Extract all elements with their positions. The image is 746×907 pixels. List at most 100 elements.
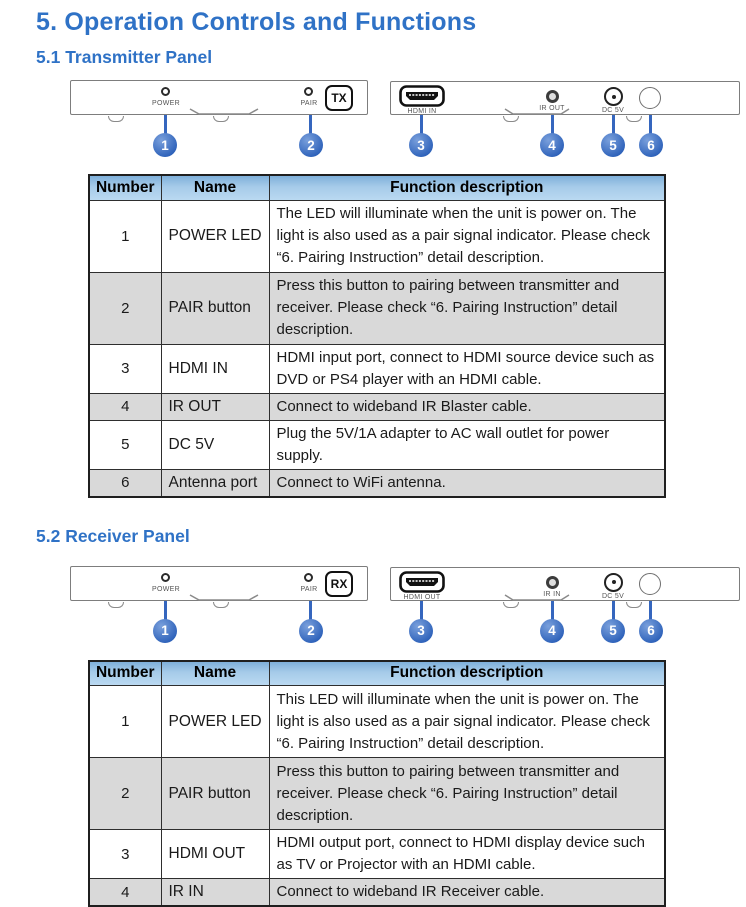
row-name: PAIR button — [161, 272, 269, 344]
table-row: 2 PAIR button Press this button to pairi… — [89, 758, 665, 830]
power-led-label: POWER — [143, 586, 189, 593]
row-description: Connect to WiFi antenna. — [269, 469, 665, 497]
pair-led-icon — [304, 573, 313, 582]
callout-2: 2 — [299, 619, 323, 643]
callout-4: 4 — [540, 133, 564, 157]
transmitter-front-panel: POWER PAIR TX — [70, 80, 368, 115]
row-number: 4 — [89, 393, 161, 420]
ir-port-icon — [546, 576, 559, 589]
page-title: 5. Operation Controls and Functions — [36, 8, 746, 37]
table-row: 1 POWER LED This LED will illuminate whe… — [89, 686, 665, 758]
panel-foot — [626, 602, 642, 608]
row-description: HDMI output port, connect to HDMI displa… — [269, 830, 665, 879]
row-number: 1 — [89, 686, 161, 758]
row-number: 1 — [89, 200, 161, 272]
row-number: 4 — [89, 879, 161, 907]
table-header-row: Number Name Function description — [89, 175, 665, 200]
row-name: PAIR button — [161, 758, 269, 830]
row-name: IR IN — [161, 879, 269, 907]
hdmi-port-label: HDMI OUT — [394, 594, 450, 601]
column-header-name: Name — [161, 175, 269, 200]
row-name: HDMI OUT — [161, 830, 269, 879]
callout-1: 1 — [153, 619, 177, 643]
row-name: POWER LED — [161, 686, 269, 758]
row-description: Plug the 5V/1A adapter to AC wall outlet… — [269, 420, 665, 469]
table-row: 6 Antenna port Connect to WiFi antenna. — [89, 469, 665, 497]
table-row: 5 DC 5V Plug the 5V/1A adapter to AC wal… — [89, 420, 665, 469]
transmitter-panel-diagram: POWER PAIR TX HDMI IN IR OUT DC 5V 1 2 3… — [0, 76, 746, 162]
row-name: POWER LED — [161, 200, 269, 272]
row-name: IR OUT — [161, 393, 269, 420]
callout-line-3 — [420, 598, 423, 621]
receiver-front-panel: POWER PAIR RX — [70, 566, 368, 601]
dc-jack-label: DC 5V — [585, 593, 641, 600]
pair-led-icon — [304, 87, 313, 96]
row-number: 5 — [89, 420, 161, 469]
section-heading-receiver: 5.2 Receiver Panel — [36, 526, 746, 547]
row-description: Connect to wideband IR Blaster cable. — [269, 393, 665, 420]
row-description: HDMI input port, connect to HDMI source … — [269, 344, 665, 393]
table-row: 2 PAIR button Press this button to pairi… — [89, 272, 665, 344]
row-description: This LED will illuminate when the unit i… — [269, 686, 665, 758]
panel-groove — [189, 594, 259, 603]
row-name: DC 5V — [161, 420, 269, 469]
power-led-label: POWER — [143, 100, 189, 107]
transmitter-rear-panel: HDMI IN IR OUT DC 5V — [390, 81, 740, 115]
hdmi-port-icon — [399, 571, 445, 593]
column-header-description: Function description — [269, 175, 665, 200]
dc-jack-label: DC 5V — [585, 107, 641, 114]
row-number: 2 — [89, 758, 161, 830]
panel-foot — [108, 116, 124, 122]
callout-2: 2 — [299, 133, 323, 157]
antenna-port-icon — [639, 573, 661, 595]
power-led-icon — [161, 573, 170, 582]
panel-groove — [504, 108, 570, 117]
column-header-name: Name — [161, 661, 269, 686]
table-row: 3 HDMI OUT HDMI output port, connect to … — [89, 830, 665, 879]
callout-6: 6 — [639, 619, 663, 643]
row-number: 6 — [89, 469, 161, 497]
table-row: 1 POWER LED The LED will illuminate when… — [89, 200, 665, 272]
column-header-description: Function description — [269, 661, 665, 686]
callout-5: 5 — [601, 133, 625, 157]
column-header-number: Number — [89, 175, 161, 200]
row-description: Press this button to pairing between tra… — [269, 272, 665, 344]
ir-port-icon — [546, 90, 559, 103]
callout-3: 3 — [409, 133, 433, 157]
row-number: 3 — [89, 344, 161, 393]
table-header-row: Number Name Function description — [89, 661, 665, 686]
panel-groove — [189, 108, 259, 117]
row-number: 2 — [89, 272, 161, 344]
callout-6: 6 — [639, 133, 663, 157]
receiver-rear-panel: HDMI OUT IR IN DC 5V — [390, 567, 740, 601]
panel-foot — [108, 602, 124, 608]
row-name: HDMI IN — [161, 344, 269, 393]
row-description: Press this button to pairing between tra… — [269, 758, 665, 830]
hdmi-port-icon — [399, 85, 445, 107]
hdmi-port-label: HDMI IN — [394, 108, 450, 115]
column-header-number: Number — [89, 661, 161, 686]
table-row: 4 IR OUT Connect to wideband IR Blaster … — [89, 393, 665, 420]
antenna-port-icon — [639, 87, 661, 109]
callout-4: 4 — [540, 619, 564, 643]
table-row: 3 HDMI IN HDMI input port, connect to HD… — [89, 344, 665, 393]
row-description: The LED will illuminate when the unit is… — [269, 200, 665, 272]
row-description: Connect to wideband IR Receiver cable. — [269, 879, 665, 907]
row-number: 3 — [89, 830, 161, 879]
rx-button-graphic: RX — [325, 571, 353, 597]
dc-jack-icon — [604, 573, 623, 592]
row-name: Antenna port — [161, 469, 269, 497]
power-led-icon — [161, 87, 170, 96]
callout-3: 3 — [409, 619, 433, 643]
callout-5: 5 — [601, 619, 625, 643]
table-row: 4 IR IN Connect to wideband IR Receiver … — [89, 879, 665, 907]
dc-jack-icon — [604, 87, 623, 106]
callout-1: 1 — [153, 133, 177, 157]
panel-groove — [504, 594, 570, 603]
receiver-table: Number Name Function description 1 POWER… — [88, 660, 666, 907]
tx-button-graphic: TX — [325, 85, 353, 111]
panel-foot — [626, 116, 642, 122]
callout-line-3 — [420, 112, 423, 135]
receiver-panel-diagram: POWER PAIR RX HDMI OUT IR IN DC 5V 1 2 3… — [0, 562, 746, 648]
transmitter-table: Number Name Function description 1 POWER… — [88, 174, 666, 498]
